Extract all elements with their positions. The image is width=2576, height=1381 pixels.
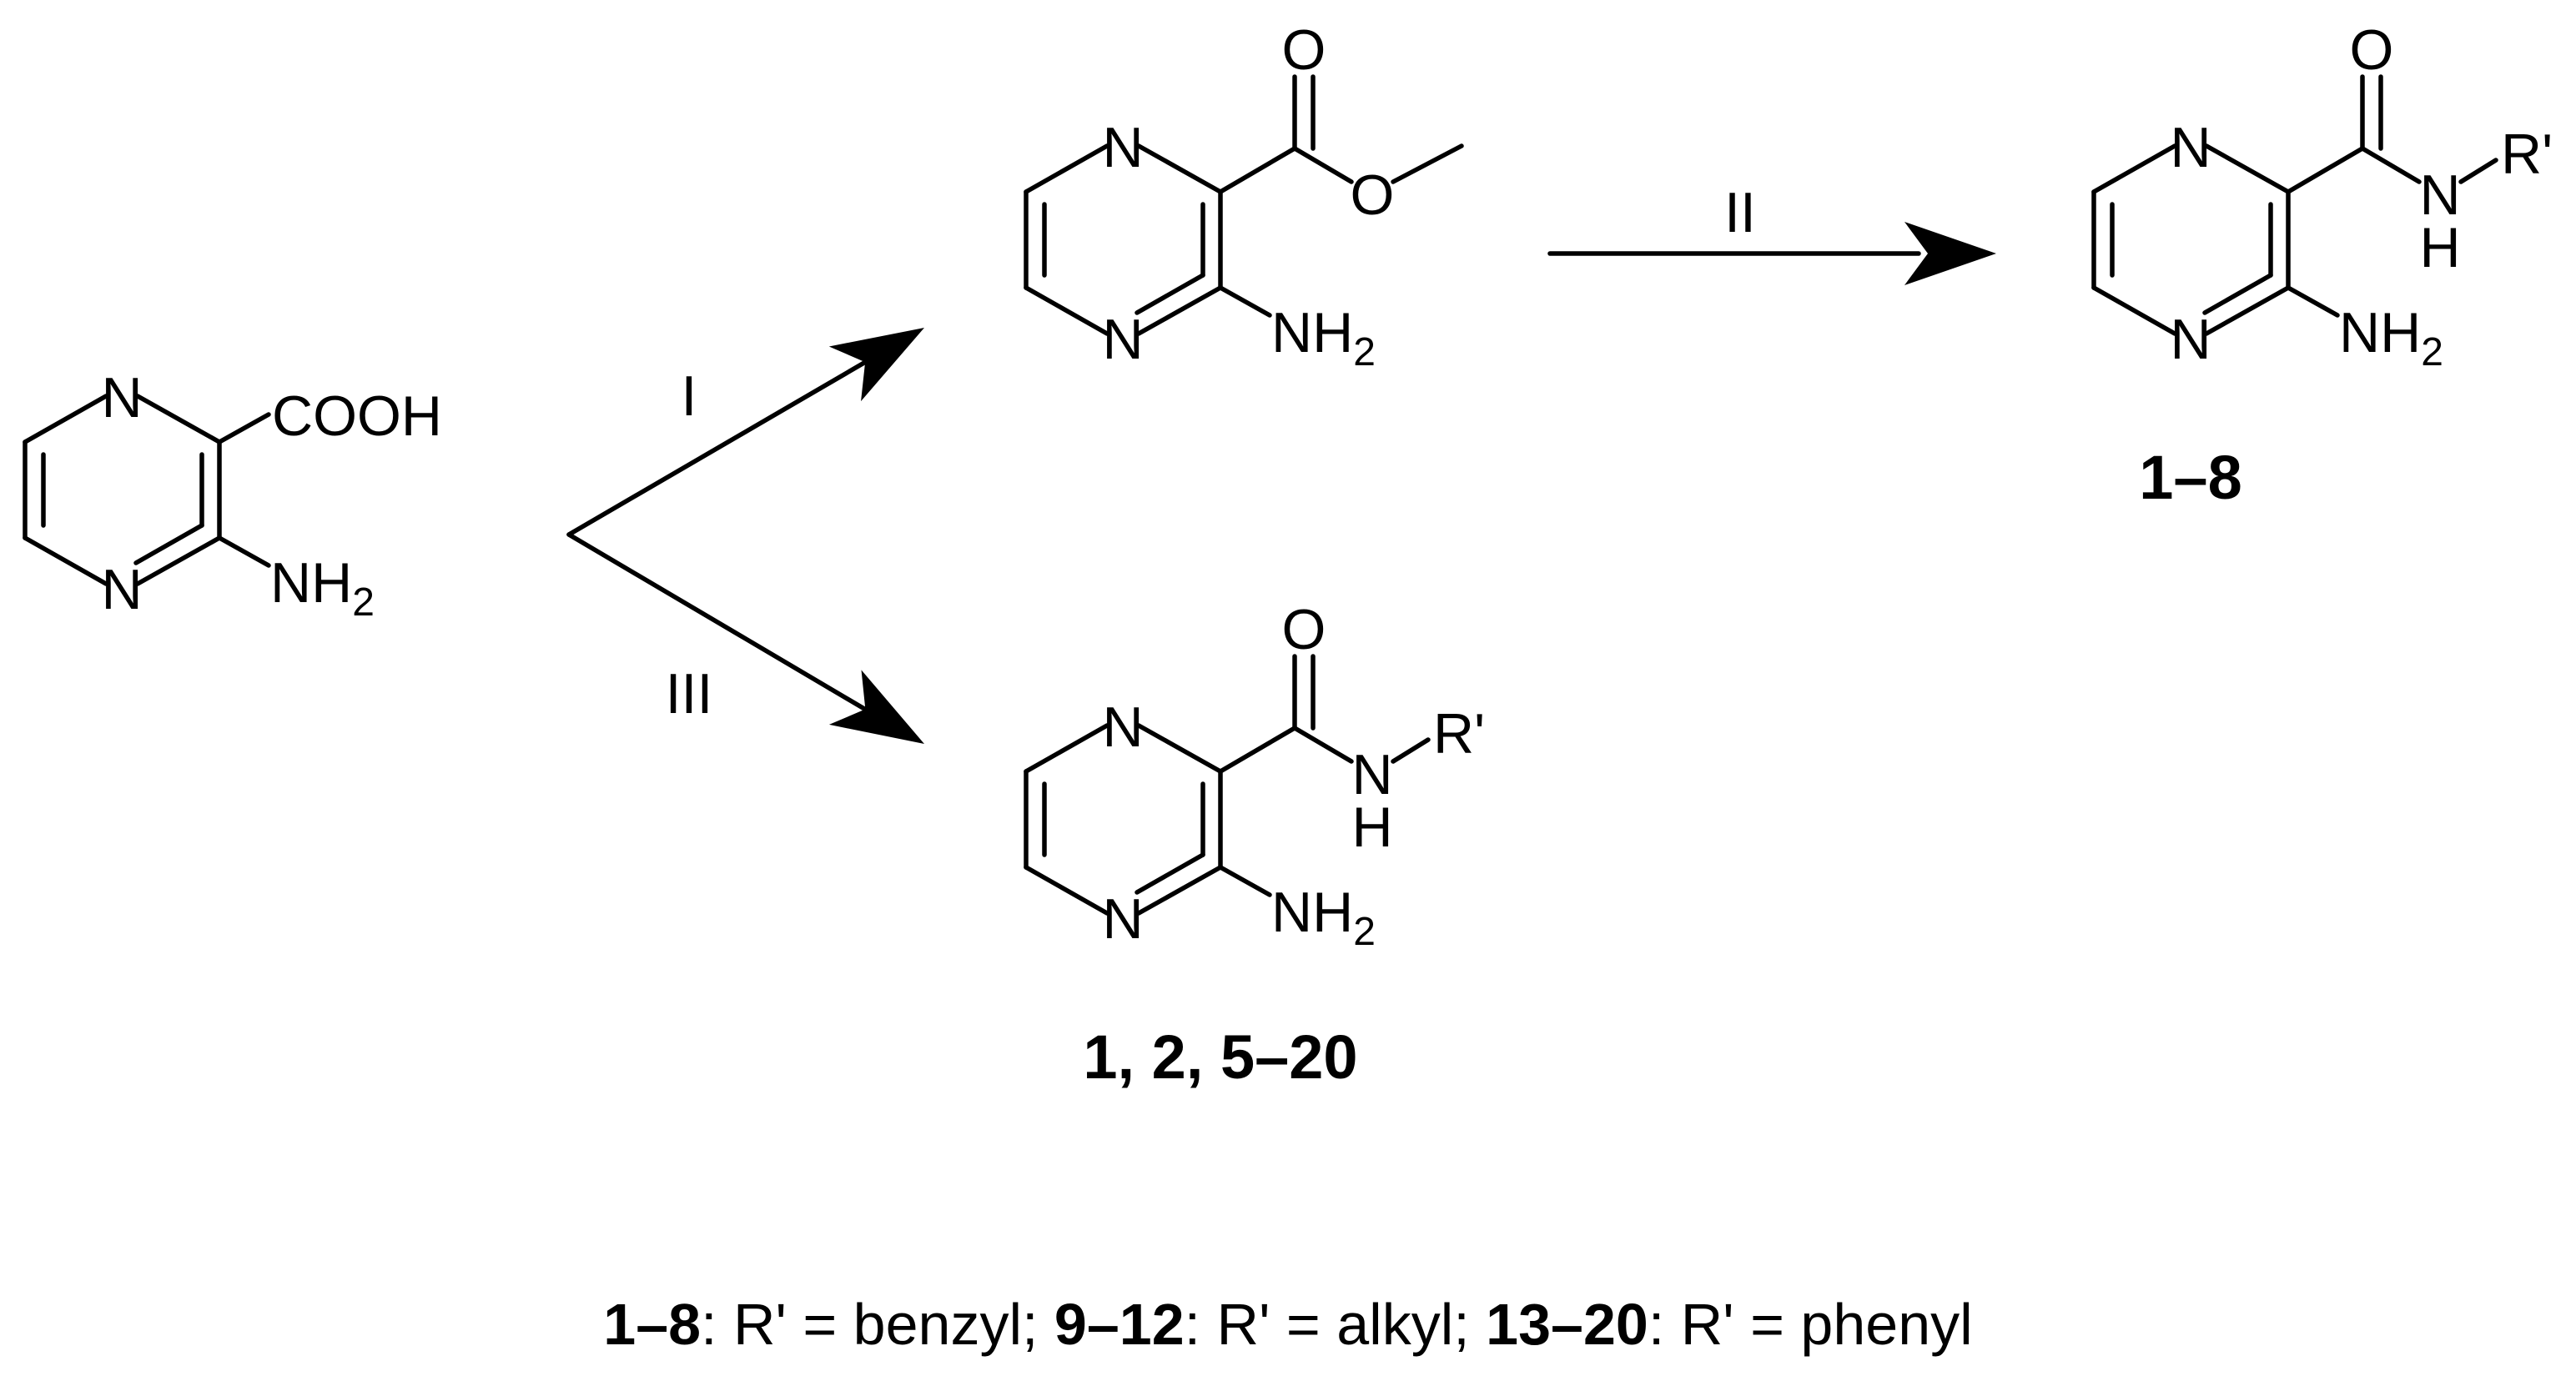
- methyl-ester-intermediate: N N O O NH2: [1026, 18, 1464, 374]
- footnote-text-alkyl: : R' = alkyl;: [1185, 1292, 1487, 1357]
- arrow-i-head: [828, 300, 941, 402]
- footnote-text-phenyl: : R' = phenyl: [1648, 1292, 1973, 1357]
- reagent-iii: III: [666, 662, 713, 726]
- branch-arrows: I III: [566, 300, 941, 771]
- amide-n-product-bottom: N: [1351, 743, 1392, 806]
- compound-label-bottom: 1, 2, 5–20: [1083, 1022, 1357, 1092]
- arrow-iii-line: [566, 532, 887, 723]
- arrow-iii-head: [828, 670, 941, 771]
- footnote-range-benzyl: 1–8: [603, 1292, 701, 1357]
- amino-group-product-top: NH2: [2339, 301, 2443, 374]
- reagent-ii: II: [1724, 181, 1756, 244]
- amide-product-top: N N O N H R' NH2 1–8: [2094, 18, 2553, 512]
- ring-n4-product-bottom: N: [1102, 887, 1143, 951]
- carbonyl-o-product-top: O: [2350, 18, 2394, 82]
- ring-n4-start: N: [101, 558, 142, 621]
- arrow-ii: II: [1547, 181, 1996, 285]
- carbonyl-o-product-bottom: O: [1282, 598, 1326, 661]
- substituent-footnote: 1–8: R' = benzyl; 9–12: R' = alkyl; 13–2…: [603, 1292, 1972, 1357]
- ester-o: O: [1351, 163, 1395, 227]
- reagent-i: I: [682, 364, 697, 428]
- amino-group-start: NH2: [270, 551, 375, 625]
- r-group-product-top: R': [2501, 123, 2553, 186]
- r-group-product-bottom: R': [1433, 702, 1485, 766]
- footnote-range-phenyl: 13–20: [1486, 1292, 1648, 1357]
- amide-h-product-top: H: [2419, 216, 2460, 279]
- ring-n4-ester: N: [1102, 308, 1143, 371]
- amino-group-ester: NH2: [1271, 301, 1376, 374]
- amide-h-product-bottom: H: [1351, 796, 1392, 859]
- amide-n-product-top: N: [2419, 163, 2460, 227]
- amide-product-bottom: N N O N H R' NH2 1, 2, 5–20: [1026, 598, 1485, 1092]
- ring-n1-start: N: [101, 366, 142, 429]
- ring-n1-product-top: N: [2170, 116, 2211, 179]
- carbonyl-o-ester: O: [1282, 18, 1326, 82]
- amino-group-product-bottom: NH2: [1271, 881, 1376, 954]
- compound-label-top: 1–8: [2139, 443, 2241, 512]
- ring-n1-product-bottom: N: [1102, 696, 1143, 759]
- footnote-range-alkyl: 9–12: [1054, 1292, 1185, 1357]
- ring-n4-product-top: N: [2170, 308, 2211, 371]
- starting-material: N N COOH NH2: [25, 366, 442, 625]
- ring-n1-ester: N: [1102, 116, 1143, 179]
- arrow-i-line: [566, 349, 887, 537]
- cooh-group: COOH: [272, 384, 442, 448]
- footnote-text-benzyl: : R' = benzyl;: [701, 1292, 1054, 1357]
